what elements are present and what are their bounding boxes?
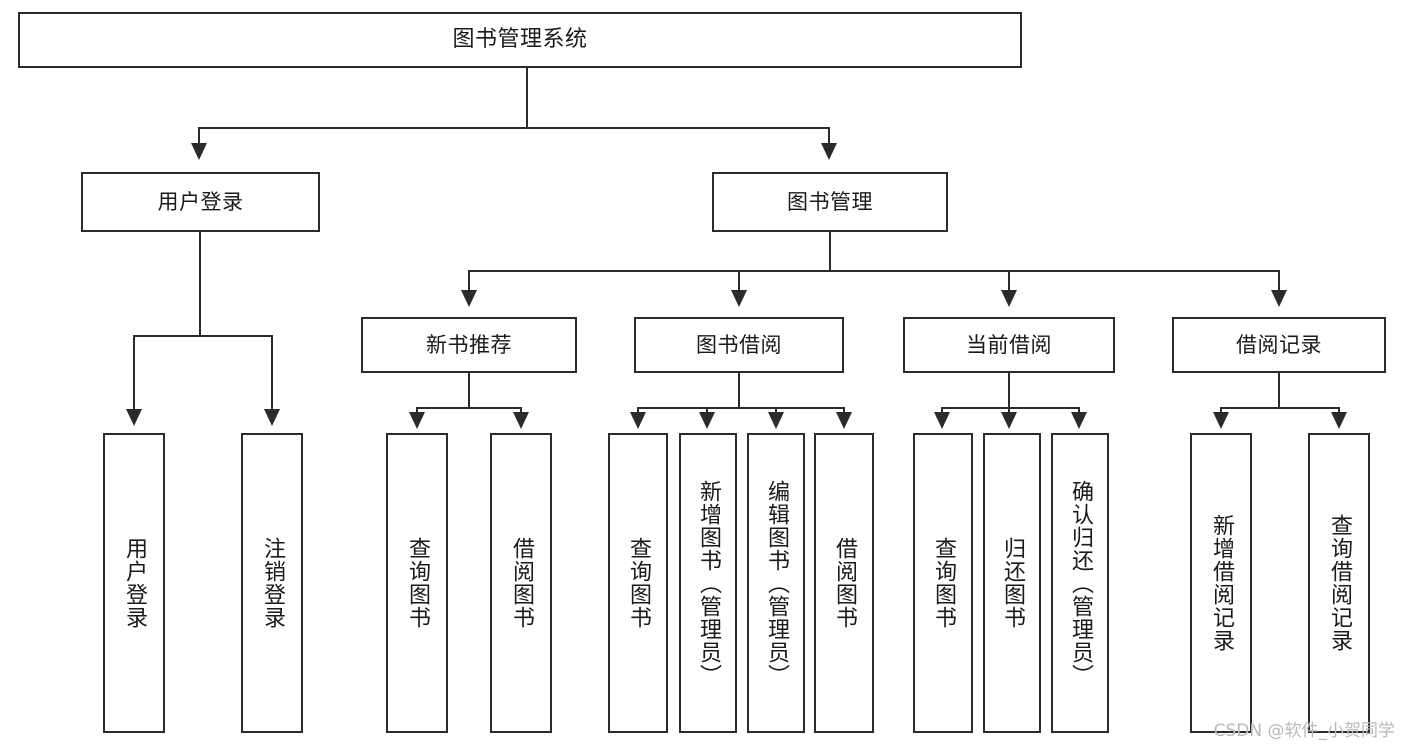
connector-bb-stem xyxy=(738,373,740,409)
node-leaf-confirm-return-label: 确认归还（管理员） xyxy=(1067,479,1093,687)
connector-root-to-book-manage xyxy=(828,127,830,145)
connector-br-stem xyxy=(1278,373,1280,409)
node-leaf-user-login-label: 用户登录 xyxy=(121,537,147,629)
node-root-label: 图书管理系统 xyxy=(452,27,588,53)
node-leaf-borrow-book-2[interactable]: 借阅图书 xyxy=(814,433,874,733)
connector-book-manage-bus xyxy=(468,270,1280,272)
node-root[interactable]: 图书管理系统 xyxy=(18,12,1022,68)
node-user-login[interactable]: 用户登录 xyxy=(81,172,320,232)
connector-root-bus xyxy=(198,127,830,129)
connector-nbr-bus xyxy=(416,407,522,409)
node-leaf-query-record[interactable]: 查询借阅记录 xyxy=(1308,433,1370,733)
connector-user-login-bus xyxy=(133,335,273,337)
node-current-borrow[interactable]: 当前借阅 xyxy=(903,317,1115,373)
connector-root-to-user-login xyxy=(198,127,200,145)
connector-book-manage-stem xyxy=(829,232,831,272)
node-current-borrow-label: 当前借阅 xyxy=(966,332,1052,357)
node-leaf-add-record-label: 新增借阅记录 xyxy=(1208,514,1234,652)
node-leaf-logout[interactable]: 注销登录 xyxy=(241,433,303,733)
connector-bb-drop-2 xyxy=(706,407,708,413)
arrow-root-to-user-login xyxy=(191,143,207,160)
connector-bm-drop-4 xyxy=(1278,270,1280,292)
connector-cb-stem xyxy=(1008,373,1010,409)
node-leaf-confirm-return[interactable]: 确认归还（管理员） xyxy=(1051,433,1109,733)
connector-br-drop-1 xyxy=(1220,407,1222,413)
connector-nbr-drop-2 xyxy=(520,407,522,413)
node-borrow-record[interactable]: 借阅记录 xyxy=(1172,317,1386,373)
node-leaf-logout-label: 注销登录 xyxy=(259,537,285,629)
node-leaf-edit-book[interactable]: 编辑图书（管理员） xyxy=(747,433,805,733)
arrow-to-borrow-record xyxy=(1271,290,1287,307)
arrow-to-leaf-confirm-return xyxy=(1071,412,1087,429)
arrow-to-new-book-recommend xyxy=(461,290,477,307)
node-leaf-query-book-3-label: 查询图书 xyxy=(930,537,956,629)
node-leaf-add-book-label: 新增图书（管理员） xyxy=(695,479,721,687)
node-leaf-return-book[interactable]: 归还图书 xyxy=(983,433,1041,733)
connector-nbr-drop-1 xyxy=(416,407,418,413)
connector-cb-drop-2 xyxy=(1008,407,1010,413)
connector-bb-drop-3 xyxy=(775,407,777,413)
connector-cb-drop-3 xyxy=(1078,407,1080,413)
connector-br-bus xyxy=(1220,407,1340,409)
node-new-book-recommend-label: 新书推荐 xyxy=(426,332,512,357)
connector-bb-drop-1 xyxy=(637,407,639,413)
arrow-to-leaf-user-login xyxy=(126,409,142,426)
csdn-watermark: CSDN @软件_小贺同学 xyxy=(1213,721,1395,741)
node-leaf-borrow-book-1-label: 借阅图书 xyxy=(508,537,534,629)
node-borrow-record-label: 借阅记录 xyxy=(1236,332,1322,357)
connector-user-login-stem xyxy=(199,232,201,336)
node-leaf-add-record[interactable]: 新增借阅记录 xyxy=(1190,433,1252,733)
arrow-to-leaf-return-book xyxy=(1001,412,1017,429)
connector-cb-drop-1 xyxy=(941,407,943,413)
node-book-borrow[interactable]: 图书借阅 xyxy=(634,317,844,373)
node-leaf-borrow-book-2-label: 借阅图书 xyxy=(831,537,857,629)
connector-user-login-drop-2 xyxy=(271,335,273,411)
node-user-login-label: 用户登录 xyxy=(157,189,244,214)
connector-root-stem xyxy=(526,68,528,128)
connector-bm-drop-1 xyxy=(468,270,470,292)
arrow-to-leaf-add-book xyxy=(699,412,715,429)
node-book-manage-label: 图书管理 xyxy=(787,189,873,214)
arrow-to-leaf-logout xyxy=(264,409,280,426)
node-leaf-query-book-1[interactable]: 查询图书 xyxy=(386,433,448,733)
node-leaf-query-record-label: 查询借阅记录 xyxy=(1326,514,1352,652)
connector-nbr-stem xyxy=(468,373,470,409)
arrow-to-leaf-borrow-book-2 xyxy=(836,412,852,429)
arrow-to-leaf-query-book-3 xyxy=(934,412,950,429)
connector-bb-bus xyxy=(637,407,844,409)
connector-user-login-drop-1 xyxy=(133,335,135,411)
connector-bb-drop-4 xyxy=(843,407,845,413)
node-leaf-borrow-book-1[interactable]: 借阅图书 xyxy=(490,433,552,733)
arrow-to-current-borrow xyxy=(1001,290,1017,307)
node-leaf-query-book-2[interactable]: 查询图书 xyxy=(608,433,668,733)
node-leaf-query-book-1-label: 查询图书 xyxy=(404,537,430,629)
arrow-to-leaf-query-book-1 xyxy=(409,412,425,429)
connector-bm-drop-3 xyxy=(1008,270,1010,292)
arrow-to-leaf-query-book-2 xyxy=(630,412,646,429)
connector-br-drop-2 xyxy=(1338,407,1340,413)
arrow-to-leaf-edit-book xyxy=(768,412,784,429)
node-new-book-recommend[interactable]: 新书推荐 xyxy=(361,317,577,373)
arrow-root-to-book-manage xyxy=(821,143,837,160)
node-book-manage[interactable]: 图书管理 xyxy=(712,172,948,232)
arrow-to-book-borrow xyxy=(731,290,747,307)
connector-bm-drop-2 xyxy=(738,270,740,292)
node-leaf-query-book-2-label: 查询图书 xyxy=(625,537,651,629)
node-leaf-user-login[interactable]: 用户登录 xyxy=(103,433,165,733)
node-leaf-edit-book-label: 编辑图书（管理员） xyxy=(763,479,789,687)
node-leaf-query-book-3[interactable]: 查询图书 xyxy=(913,433,973,733)
arrow-to-leaf-borrow-book-1 xyxy=(513,412,529,429)
node-leaf-add-book[interactable]: 新增图书（管理员） xyxy=(679,433,737,733)
connector-cb-bus xyxy=(941,407,1080,409)
arrow-to-leaf-query-record xyxy=(1331,412,1347,429)
node-book-borrow-label: 图书借阅 xyxy=(696,332,782,357)
node-leaf-return-book-label: 归还图书 xyxy=(999,537,1025,629)
arrow-to-leaf-add-record xyxy=(1213,412,1229,429)
